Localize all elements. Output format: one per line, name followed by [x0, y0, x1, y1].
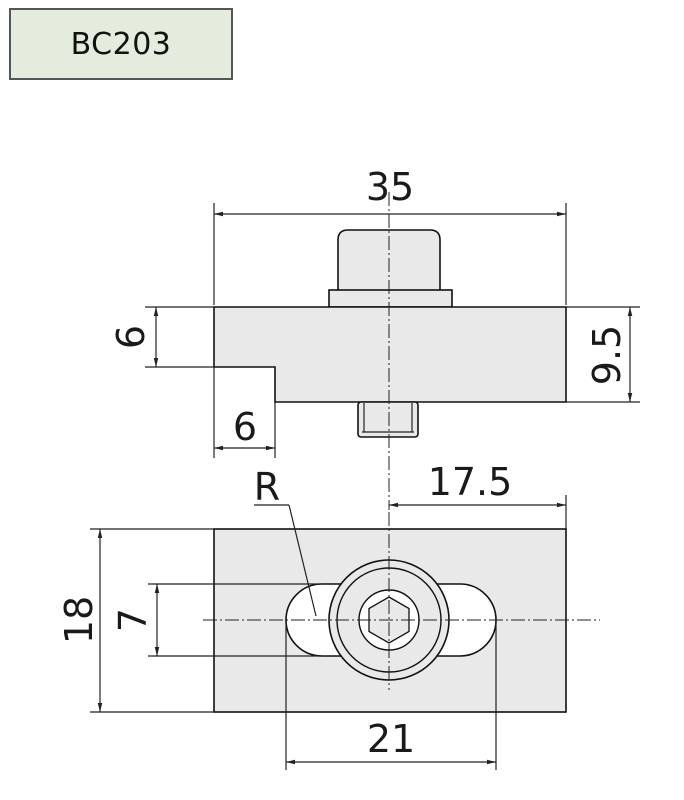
- threaded-stud: [357, 401, 419, 438]
- dim-step-height: 6: [109, 325, 153, 349]
- dim-step-width: 6: [233, 405, 257, 449]
- top-view: 17.5 R 18 7 21: [57, 460, 600, 770]
- dim-body-height: 9.5: [585, 325, 629, 385]
- front-view: 35 6 6 9.5: [109, 165, 640, 510]
- dim-center-offset: 17.5: [428, 460, 513, 504]
- part-number-box: BC203: [9, 8, 233, 80]
- bolt-washer: [328, 289, 453, 308]
- dim-slot-length: 21: [367, 717, 415, 761]
- part-number: BC203: [70, 26, 172, 62]
- dim-radius: R: [254, 465, 280, 509]
- dim-plate-height: 18: [57, 596, 101, 644]
- clamp-body: [213, 306, 567, 403]
- dim-slot-width: 7: [111, 608, 155, 632]
- dim-overall-width: 35: [366, 165, 414, 209]
